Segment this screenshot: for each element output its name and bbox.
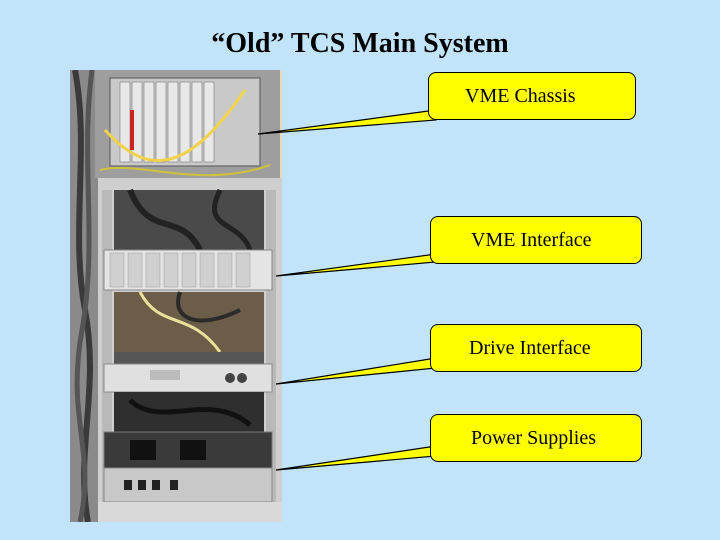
- pointer-vme-chassis: [257, 109, 437, 135]
- pointer-drive-interface: [275, 357, 437, 385]
- callout-label: Power Supplies: [471, 426, 596, 449]
- callout-vme-interface: VME Interface: [430, 216, 642, 264]
- pointer-vme-interface: [275, 253, 437, 277]
- callout-label: VME Chassis: [465, 84, 576, 107]
- slide-title: “Old” TCS Main System: [211, 28, 509, 59]
- callout-drive-interface: Drive Interface: [430, 324, 642, 372]
- callout-label: VME Interface: [471, 228, 592, 251]
- callout-vme-chassis: VME Chassis: [428, 72, 636, 120]
- pointer-power-supplies: [275, 445, 437, 471]
- callout-power-supplies: Power Supplies: [430, 414, 642, 462]
- equipment-rack-photo: [70, 70, 282, 522]
- callout-label: Drive Interface: [469, 336, 591, 359]
